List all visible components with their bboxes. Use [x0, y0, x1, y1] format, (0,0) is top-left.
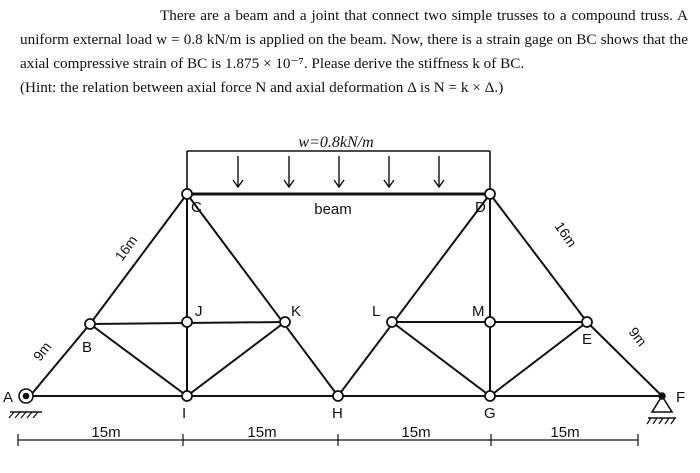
joint-l — [386, 316, 398, 328]
load-arrows — [232, 156, 445, 189]
beam-label: beam — [314, 201, 352, 218]
truss-joints — [84, 188, 593, 402]
node-label-f: F — [676, 389, 685, 406]
load-label: w=0.8kN/m — [298, 134, 373, 151]
node-label-g: G — [484, 405, 496, 422]
joint-e — [581, 316, 593, 328]
node-label-c: C — [191, 199, 202, 216]
joint-b — [84, 318, 96, 330]
dim-right-upper: 16m — [552, 219, 581, 250]
support-a-pin — [8, 388, 42, 419]
problem-statement: There are a beam and a joint that connec… — [20, 4, 688, 100]
truss-figure: w=0.8kN/m beam — [3, 134, 685, 446]
problem-paragraph: There are a beam and a joint that connec… — [20, 7, 688, 72]
joint-j — [181, 316, 193, 328]
distributed-load — [186, 150, 491, 192]
span-dimension-line — [17, 434, 639, 446]
problem-hint: (Hint: the relation between axial force … — [20, 79, 504, 96]
dim-left-upper: 16m — [111, 232, 140, 263]
node-label-j: J — [195, 303, 203, 320]
node-label-a: A — [3, 389, 13, 406]
node-label-i: I — [182, 405, 186, 422]
span-label-1: 15m — [91, 424, 120, 441]
node-label-k: K — [291, 303, 301, 320]
node-label-e: E — [582, 331, 592, 348]
dim-left-lower: 9m — [30, 339, 55, 364]
node-label-d: D — [475, 199, 486, 216]
node-label-l: L — [372, 303, 380, 320]
joint-d — [484, 188, 496, 200]
span-label-3: 15m — [401, 424, 430, 441]
joint-k — [279, 316, 291, 328]
joint-m — [484, 316, 496, 328]
node-label-m: M — [472, 303, 485, 320]
joint-g — [484, 390, 496, 402]
node-label-h: H — [332, 405, 343, 422]
span-label-4: 15m — [550, 424, 579, 441]
support-f-roller — [646, 392, 676, 425]
joint-c — [181, 188, 193, 200]
node-label-b: B — [82, 339, 92, 356]
truss-members — [29, 193, 663, 397]
dim-right-lower: 9m — [626, 324, 651, 349]
joint-i — [181, 390, 193, 402]
span-label-2: 15m — [247, 424, 276, 441]
joint-h — [332, 390, 344, 402]
